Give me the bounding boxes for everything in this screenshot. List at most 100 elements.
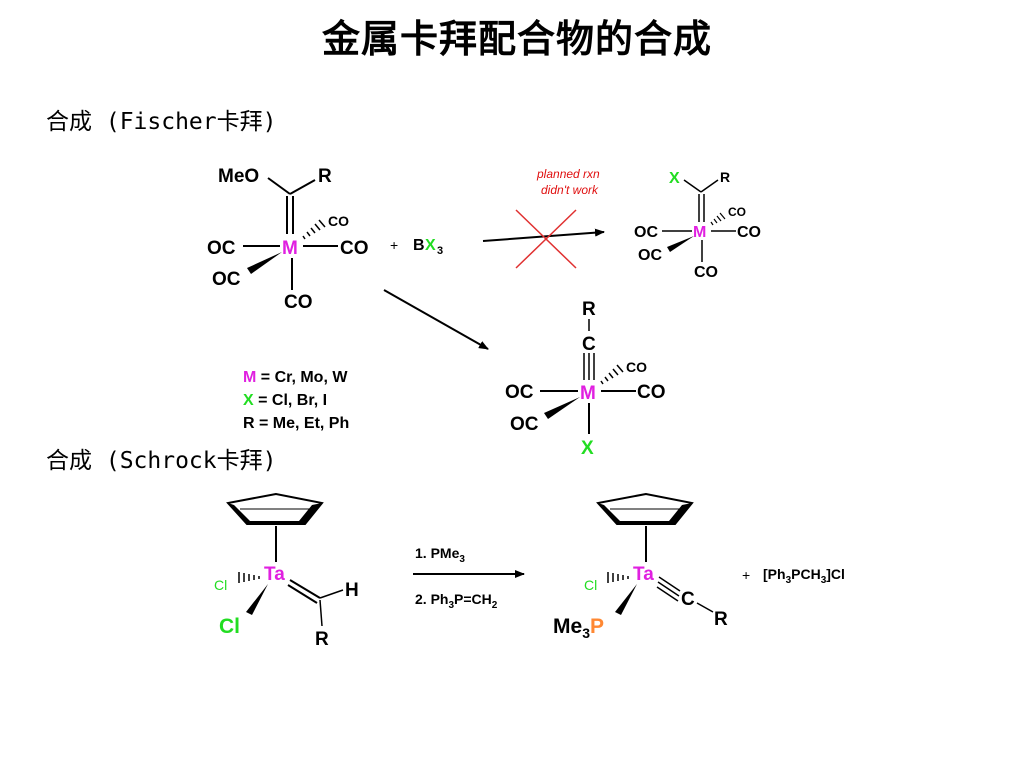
co-label-right: CO: [340, 238, 369, 259]
triple-bond-a: [658, 576, 681, 592]
co-label-wedge: OC: [510, 414, 539, 435]
legend-m-text: = Cr, Mo, W: [256, 369, 348, 386]
r-group-label: R: [318, 166, 332, 187]
reagent-bx3: + B X 3: [390, 237, 443, 257]
co-label-top: CO: [328, 213, 349, 229]
step1-sub: 3: [459, 554, 465, 565]
failed-note-line1: planned rxn: [536, 167, 600, 181]
carbyne-carbon-label: C: [582, 334, 596, 355]
salt-sub1: 3: [786, 575, 792, 586]
cross-mark: [515, 209, 577, 269]
step2-a: 2. Ph: [415, 591, 448, 607]
co-label-bottom: CO: [694, 264, 718, 281]
phosphonium-salt-label: [Ph3PCH3]Cl: [763, 566, 845, 586]
trimethylphosphine-label: Me3P: [553, 615, 604, 641]
schrock-heading: 合成 (Schrock卡拜): [46, 448, 277, 474]
methoxy-label: MeO: [218, 166, 259, 187]
step2-b: P=CH: [454, 591, 492, 607]
co-label-top: CO: [728, 205, 746, 219]
schrock-product: Ta Cl Me3P C R: [553, 492, 728, 641]
co-label-right: CO: [737, 224, 761, 241]
c-r-bond: [696, 602, 714, 613]
metal-label: M: [580, 383, 596, 404]
failed-note-line2: didn't work: [541, 183, 599, 197]
step1-label: 1. PMe3: [415, 545, 465, 565]
hashed-bond: [302, 219, 326, 240]
chloride-label-small: Cl: [584, 577, 597, 593]
c-h-bond: [319, 589, 344, 599]
legend-r-row: R = Me, Et, Ph: [243, 415, 349, 432]
halogen-x-label: X: [669, 170, 680, 187]
co-label-right: CO: [637, 382, 666, 403]
co-label-bottom: CO: [284, 292, 313, 313]
methyl-sub: 3: [582, 625, 590, 641]
reaction-arrow: [383, 289, 489, 350]
phosphorus-label: P: [590, 615, 604, 638]
halogen-x-label: X: [581, 438, 594, 459]
schrock-reactant: Ta Cl Cl H R: [214, 492, 359, 650]
alkylidene-double-bond-a: [289, 579, 321, 599]
methyl-text: Me: [553, 615, 582, 638]
legend-metal-row: M = Cr, Mo, W: [243, 369, 348, 386]
metal-label: M: [282, 238, 298, 259]
c-x-bond: [683, 179, 702, 193]
halogen-x-label: X: [425, 237, 436, 254]
legend-m-symbol: M: [243, 369, 256, 386]
co-label-left: OC: [207, 238, 236, 259]
salt-b: PCH: [791, 566, 821, 582]
wedge-bond: [544, 397, 580, 419]
r-group-label: R: [315, 629, 329, 650]
carbon-r-bond: [289, 179, 316, 195]
substituent-legend: M = Cr, Mo, W X = Cl, Br, I R = Me, Et, …: [243, 369, 349, 432]
planned-product: X R M CO OC CO OC CO: [634, 169, 761, 281]
hashed-bond: [710, 212, 726, 226]
hashed-bond: [607, 572, 629, 583]
r-group-label: R: [714, 609, 728, 630]
salt-c: ]Cl: [826, 566, 845, 582]
step2-sub2: 2: [492, 600, 498, 611]
co-label-wedge: OC: [212, 269, 241, 290]
carbyne-product: R C M CO OC CO OC X: [505, 299, 666, 459]
co-label-top: CO: [626, 359, 647, 375]
legend-x-symbol: X: [243, 392, 254, 409]
wedge-bond: [246, 584, 268, 615]
c-r-bond: [700, 179, 719, 193]
fischer-heading: 合成 (Fischer卡拜): [46, 109, 277, 135]
boron-label: B: [413, 237, 425, 254]
fischer-reactant: MeO R M CO OC CO OC CO: [207, 166, 369, 313]
triple-bond-b: [657, 581, 680, 597]
r-group-label: R: [720, 169, 730, 185]
co-label-left: OC: [505, 382, 534, 403]
chloride-label-large: Cl: [219, 615, 240, 638]
alkylidyne-carbon-label: C: [681, 589, 695, 610]
page-title: 金属卡拜配合物的合成: [322, 17, 713, 61]
plus-sign: +: [742, 567, 750, 583]
c-r-bond: [319, 599, 323, 627]
cyclopentadienyl-ring: [596, 492, 694, 525]
r-group-label: R: [582, 299, 596, 320]
wedge-bond: [667, 236, 694, 252]
metal-label: M: [693, 224, 706, 241]
step1-text: 1. PMe: [415, 545, 460, 561]
step2-sub1: 3: [448, 600, 454, 611]
co-label-left: OC: [634, 224, 658, 241]
co-label-wedge: OC: [638, 247, 662, 264]
hashed-bond: [600, 364, 624, 385]
cyclopentadienyl-ring: [226, 492, 324, 525]
hydrogen-label: H: [345, 580, 359, 601]
tantalum-label: Ta: [633, 564, 654, 585]
hashed-bond: [238, 572, 260, 583]
schrock-conditions: 1. PMe3 2. Ph3P=CH2: [413, 545, 525, 611]
step2-label: 2. Ph3P=CH2: [415, 591, 498, 611]
salt-sub2: 3: [821, 575, 827, 586]
wedge-bond: [247, 252, 282, 274]
legend-x-text: = Cl, Br, I: [254, 392, 327, 409]
carbon-meo-bond: [267, 177, 291, 195]
byproduct: + [Ph3PCH3]Cl: [742, 566, 845, 586]
tantalum-label: Ta: [264, 564, 285, 585]
triple-bond-c: [656, 586, 679, 602]
plus-sign: +: [390, 237, 398, 253]
subscript-3: 3: [437, 245, 443, 257]
legend-halogen-row: X = Cl, Br, I: [243, 392, 327, 409]
